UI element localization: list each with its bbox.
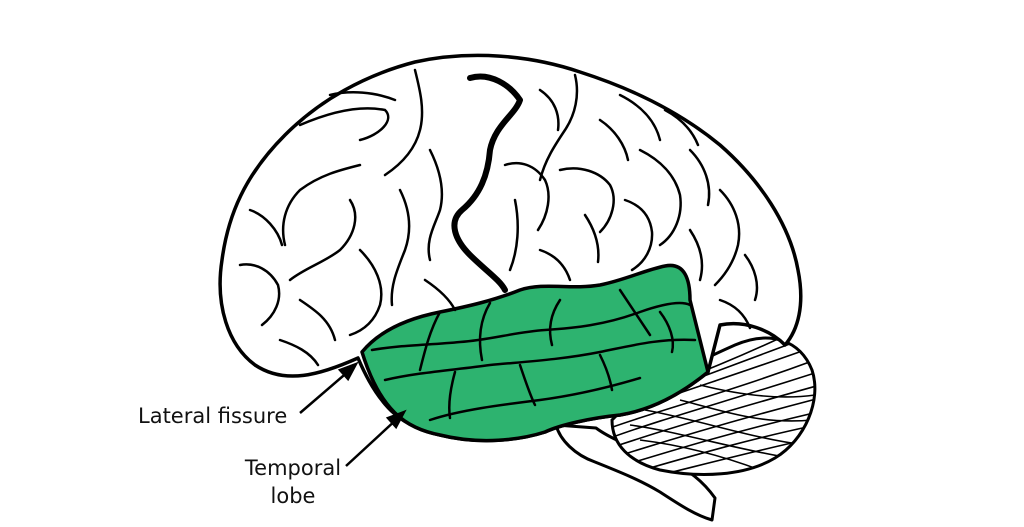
pointer-arrows <box>299 361 407 467</box>
lateral-fissure-label: Lateral fissure <box>138 404 288 428</box>
temporal-lobe-label-line1: Temporal <box>244 456 342 480</box>
temporal-lobe-region <box>360 263 710 443</box>
cerebral-sulci <box>238 68 759 367</box>
temporal-lobe-label: Temporal lobe <box>234 454 352 510</box>
temporal-gyri <box>370 288 697 422</box>
central-sulcus <box>451 73 523 293</box>
temporal-lobe-arrowhead <box>385 409 407 430</box>
temporal-lobe-label-line2: lobe <box>270 484 316 508</box>
temporal-lobe-arrow-line <box>345 417 399 467</box>
lateral-fissure-arrowhead <box>337 361 359 382</box>
lateral-fissure-arrow-line <box>299 369 351 414</box>
